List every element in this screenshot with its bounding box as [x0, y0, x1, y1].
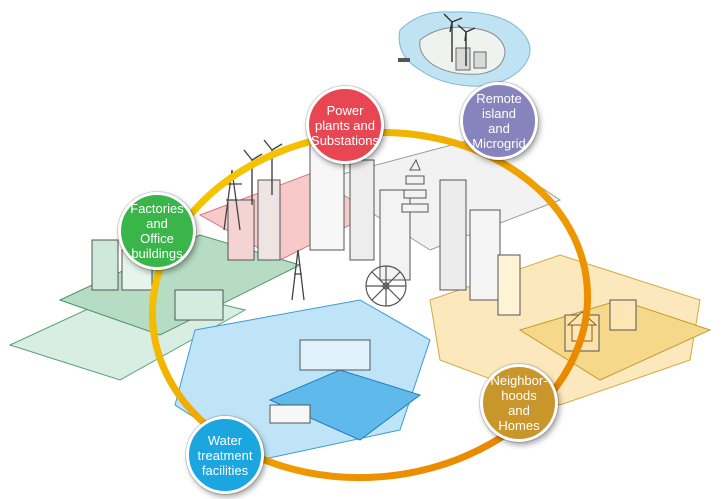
- remote-island: [398, 11, 531, 87]
- power-plants-substations-bubble[interactable]: Power plants and Substations: [306, 86, 384, 164]
- pagoda-icon: [401, 158, 429, 213]
- factories-office-buildings-bubble[interactable]: Factories and Office buildings: [118, 192, 196, 270]
- neighborhoods-homes-bubble[interactable]: Neighbor- hoods and Homes: [480, 364, 558, 442]
- ferris-wheel-icon: [365, 265, 407, 307]
- transmission-tower-icon: [222, 169, 305, 301]
- wind-turbine-icon: [443, 13, 476, 66]
- water-treatment-facilities-bubble[interactable]: Water treatment facilities: [186, 416, 264, 494]
- remote-island-microgrid-bubble[interactable]: Remote island and Microgrid: [460, 82, 538, 160]
